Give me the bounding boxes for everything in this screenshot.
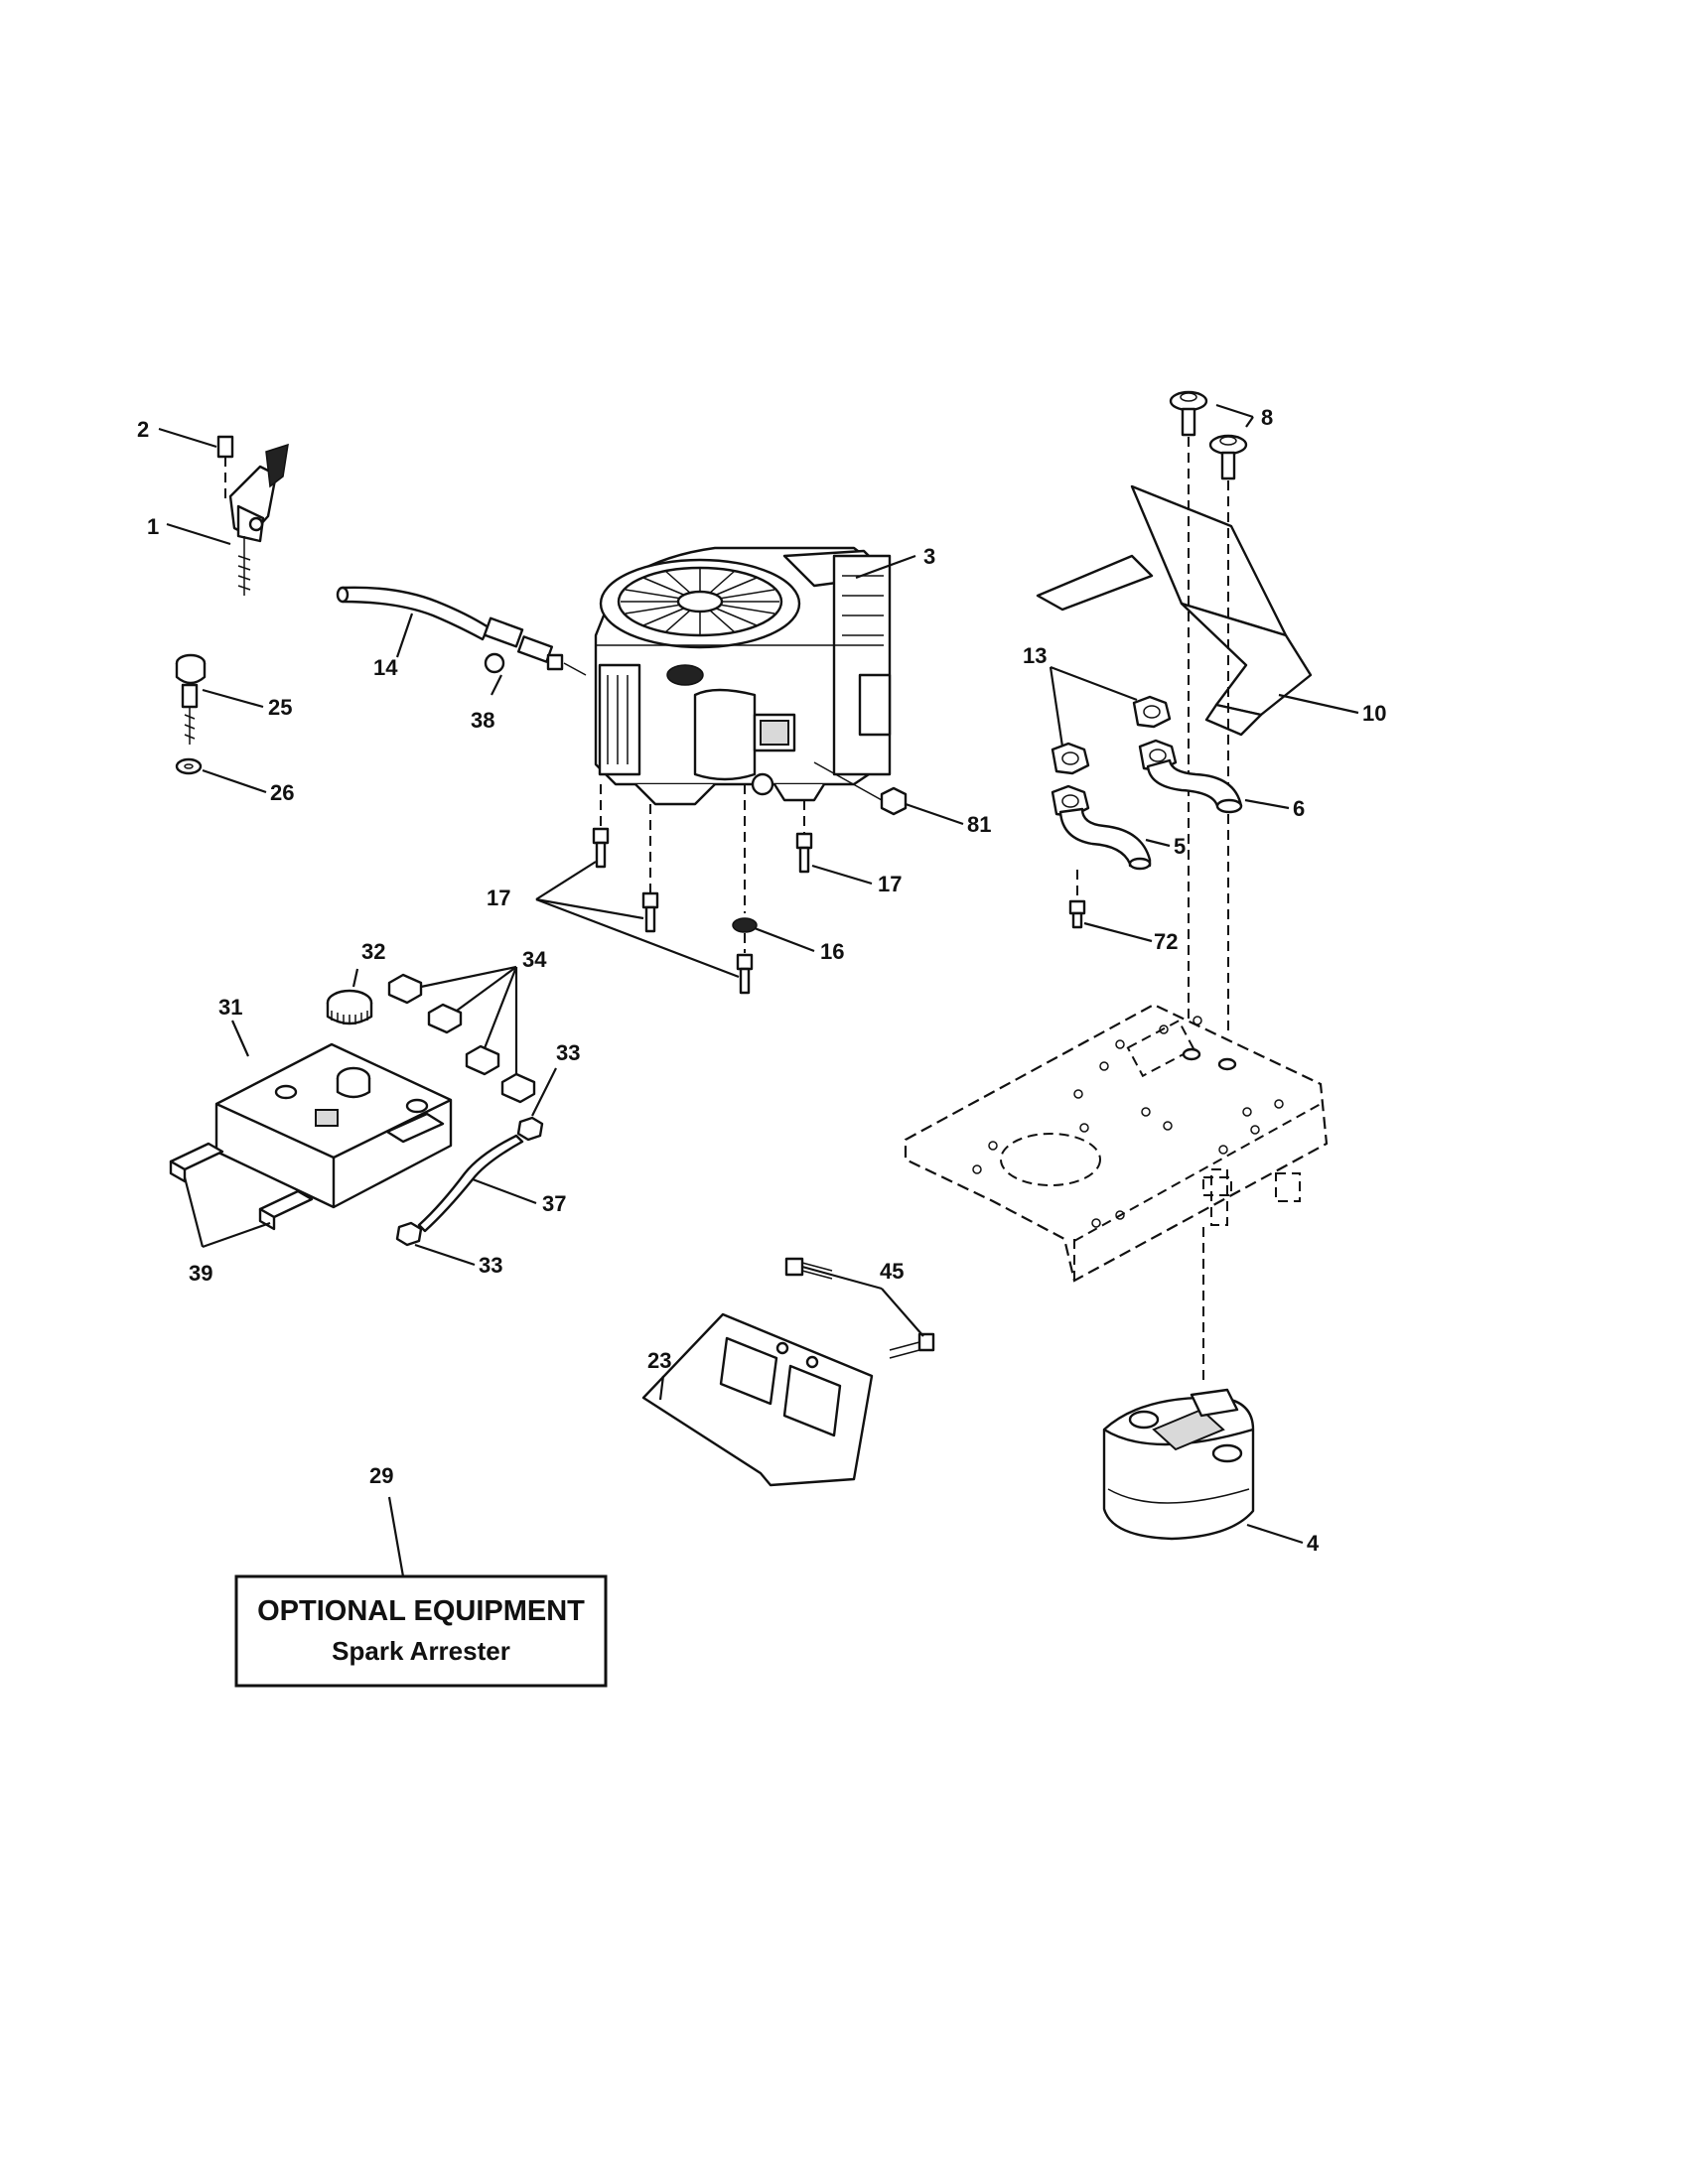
heat-shield-part <box>1036 390 1313 737</box>
battery-cap-part <box>326 989 373 1025</box>
callout-25: 25 <box>268 695 292 720</box>
callout-4: 4 <box>1307 1531 1320 1556</box>
callout-34: 34 <box>522 947 547 972</box>
callout-33-bottom: 33 <box>479 1253 502 1278</box>
callout-2: 2 <box>137 417 149 442</box>
callout-17-right: 17 <box>878 872 902 896</box>
callout-14: 14 <box>373 655 398 680</box>
optional-equipment-box <box>234 1574 608 1688</box>
callout-10: 10 <box>1362 701 1386 726</box>
callout-16: 16 <box>820 939 844 964</box>
callout-23: 23 <box>647 1348 671 1373</box>
callout-72: 72 <box>1154 929 1178 954</box>
throttle-bracket-part <box>216 435 289 596</box>
callout-33-top: 33 <box>556 1040 580 1065</box>
engine-part <box>594 546 892 806</box>
callout-39: 39 <box>189 1261 212 1286</box>
nut-part <box>813 761 908 816</box>
callout-5: 5 <box>1174 834 1186 859</box>
callout-32: 32 <box>361 939 385 964</box>
callout-3: 3 <box>923 544 935 569</box>
callout-31: 31 <box>218 995 242 1020</box>
optional-equipment-title: OPTIONAL EQUIPMENT <box>257 1595 585 1627</box>
spark-arrester-label: Spark Arrester <box>332 1636 510 1666</box>
callout-29: 29 <box>369 1463 393 1488</box>
callout-8: 8 <box>1261 405 1273 430</box>
battery-cover-part <box>214 1042 453 1209</box>
callout-26: 26 <box>270 780 294 805</box>
callout-17-left: 17 <box>487 886 510 910</box>
chassis-frame <box>904 1003 1329 1283</box>
screw-72-part <box>1068 870 1086 929</box>
vent-tube-part <box>395 1116 544 1247</box>
muffler-guard-part <box>641 1257 935 1487</box>
choke-knob-part <box>175 653 207 775</box>
callout-38: 38 <box>471 708 494 733</box>
callout-13: 13 <box>1023 643 1047 668</box>
fuel-line-part <box>336 586 587 676</box>
callout-45: 45 <box>880 1259 904 1284</box>
exhaust-pipes-part <box>1051 695 1243 871</box>
engine-bolts-part <box>592 827 813 995</box>
terminal-covers-part <box>387 973 536 1104</box>
muffler-part <box>1102 1388 1255 1541</box>
callout-37: 37 <box>542 1191 566 1216</box>
callout-81: 81 <box>967 812 991 837</box>
callout-1: 1 <box>147 514 159 539</box>
callout-6: 6 <box>1293 796 1305 821</box>
